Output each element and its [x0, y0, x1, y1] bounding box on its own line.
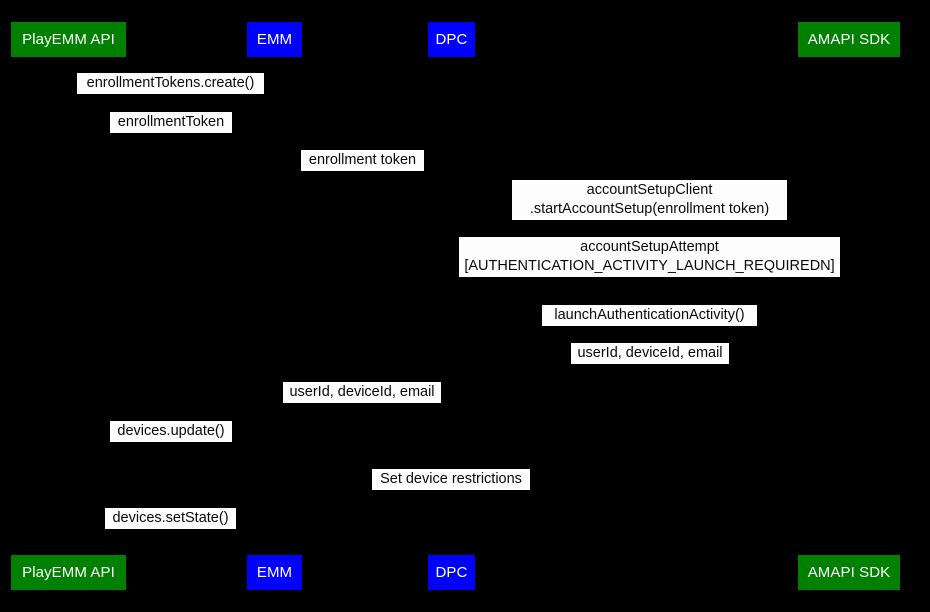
- arrow-line-msg-4: [451, 225, 849, 226]
- arrow-head-msg-10: [451, 491, 459, 499]
- arrow-head-msg-11: [68, 530, 76, 538]
- message-label-msg-1: enrollmentTokens.create(): [77, 73, 264, 94]
- lifeline-dpc: [451, 57, 452, 555]
- message-label-msg-10: Set device restrictions: [372, 469, 530, 490]
- message-label-msg-9: devices.update(): [110, 421, 232, 442]
- participant-label: EMM: [256, 31, 293, 48]
- arrow-head-msg-8: [274, 404, 282, 412]
- message-label-line-1: accountSetupAttempt: [580, 239, 719, 255]
- arrow-head-msg-5: [451, 279, 459, 287]
- message-label-msg-5: accountSetupAttempt [AUTHENTICATION_ACTIV…: [459, 237, 840, 277]
- arrow-head-msg-2: [266, 134, 274, 142]
- participant-dpc-top[interactable]: DPC: [428, 22, 475, 57]
- participant-playemm-api-top[interactable]: PlayEMM API: [11, 22, 126, 57]
- participant-emm-top[interactable]: EMM: [247, 22, 302, 57]
- message-label-msg-11: devices.setState(): [105, 508, 236, 529]
- arrow-line-msg-5: [451, 283, 849, 284]
- message-label-line-2: .startAccountSetup(enrollment token): [529, 201, 770, 217]
- lifeline-emm: [274, 57, 275, 555]
- arrow-line-msg-8: [274, 408, 451, 409]
- arrow-line-msg-6: [451, 331, 849, 332]
- message-label-line-1: accountSetupClient: [586, 182, 713, 198]
- participant-label: AMAPI SDK: [807, 31, 891, 48]
- message-label-msg-8: userId, deviceId, email: [283, 382, 441, 403]
- participant-label: EMM: [256, 564, 293, 581]
- arrow-head-msg-3: [443, 172, 451, 180]
- arrow-head-msg-1: [68, 95, 76, 103]
- lifeline-amapi-sdk: [849, 57, 850, 555]
- arrow-line-msg-1: [68, 99, 274, 100]
- arrow-head-msg-9: [68, 443, 76, 451]
- participant-label: DPC: [435, 564, 468, 581]
- participant-label: DPC: [435, 31, 468, 48]
- participant-label: PlayEMM API: [22, 31, 115, 48]
- participant-playemm-api-bottom[interactable]: PlayEMM API: [11, 555, 126, 590]
- message-label-msg-7: userId, deviceId, email: [571, 343, 729, 364]
- participant-label: PlayEMM API: [22, 564, 115, 581]
- participant-emm-bottom[interactable]: EMM: [247, 555, 302, 590]
- participant-label: AMAPI SDK: [807, 564, 891, 581]
- message-label-msg-3: enrollment token: [301, 150, 424, 171]
- arrow-line-msg-7: [451, 369, 849, 370]
- participant-amapi-sdk-top[interactable]: AMAPI SDK: [798, 22, 900, 57]
- lifeline-playemm-api: [68, 57, 69, 555]
- arrow-line-msg-11: [68, 534, 274, 535]
- message-label-msg-6: launchAuthenticationActivity(): [542, 305, 757, 326]
- message-label-msg-4: accountSetupClient .startAccountSetup(enr…: [512, 180, 787, 220]
- arrow-head-msg-4: [841, 221, 849, 229]
- arrow-line-msg-3: [274, 176, 451, 177]
- participant-amapi-sdk-bottom[interactable]: AMAPI SDK: [798, 555, 900, 590]
- arrow-line-msg-2: [68, 138, 274, 139]
- participant-dpc-bottom[interactable]: DPC: [428, 555, 475, 590]
- arrow-head-msg-7: [451, 365, 459, 373]
- message-label-msg-2: enrollmentToken: [110, 112, 232, 133]
- arrow-line-msg-9: [68, 447, 274, 448]
- message-label-line-2: [AUTHENTICATION_ACTIVITY_LAUNCH_REQUIRED…: [464, 258, 835, 274]
- arrow-head-msg-6: [841, 327, 849, 335]
